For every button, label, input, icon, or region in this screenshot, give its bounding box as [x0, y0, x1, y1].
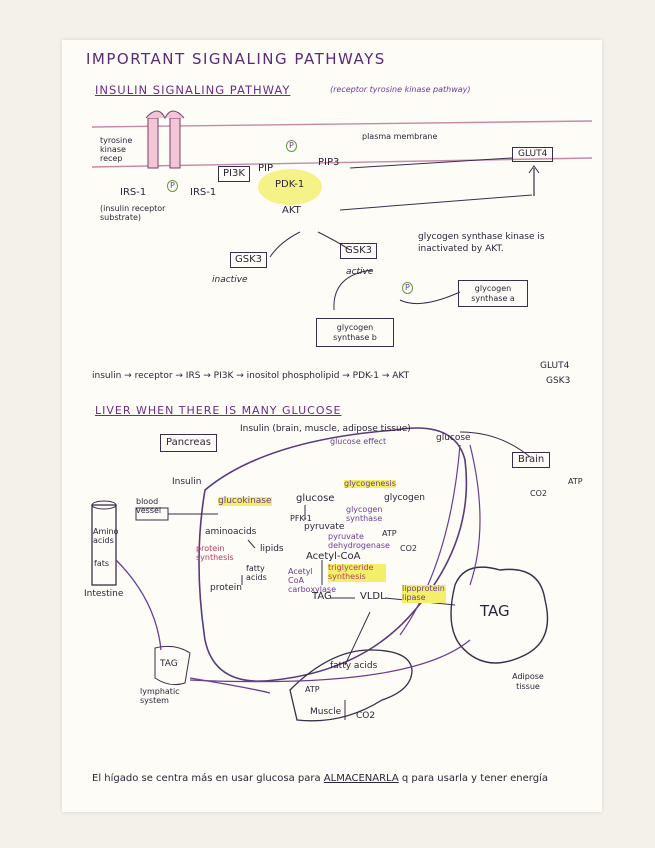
glucokinase-label: glucokinase [218, 496, 272, 506]
insulin-effect: Insulin (brain, muscle, adipose tissue) [240, 424, 411, 434]
tag-adipose-label: TAG [480, 602, 510, 620]
insulin-label: Insulin [172, 477, 202, 487]
atp-brain: ATP [568, 477, 583, 486]
fatty-acids-muscle: fatty acids [330, 661, 378, 671]
receptor-label: tyrosine kinase recep [100, 136, 133, 163]
phosphate-circle: P [167, 180, 178, 192]
akt-target-2: GSK3 [546, 376, 571, 386]
notebook-page [62, 40, 602, 812]
glycogen-synthase-b-box: glycogen synthase b [316, 318, 394, 348]
pip2-label: PIP [258, 163, 274, 174]
muscle-label: Muscle [310, 707, 342, 717]
inactive-label: inactive [212, 275, 248, 285]
atp-muscle: ATP [305, 685, 320, 694]
protein-label: protein [210, 583, 242, 593]
co2-brain: CO2 [530, 489, 547, 498]
atp-liver: ATP [382, 529, 397, 538]
gsk-note: glycogen synthase kinase is inactivated … [418, 232, 545, 254]
glycogen-label: glycogen [384, 493, 425, 503]
irs1-right: IRS-1 [190, 187, 217, 198]
liver-section-title: LIVER WHEN THERE IS MANY GLUCOSE [95, 404, 342, 417]
akt-target-1: GLUT4 [540, 361, 570, 371]
glycogen-synthase-a-box: glycogen synthase a [458, 280, 528, 308]
pathway-summary: insulin → receptor → IRS → PI3K → inosit… [92, 371, 410, 381]
intestine-label: Intestine [84, 589, 124, 599]
tag-liver-label: TAG [312, 591, 332, 602]
glucose-liver: glucose [296, 493, 335, 504]
glucose-top: glucose [436, 433, 471, 443]
pip3-label: PIP3 [318, 157, 340, 168]
footer-prefix: El hígado se centra más en usar glucosa … [92, 773, 321, 784]
lipoprotein-lipase-label: lipoprotein lipase [402, 584, 446, 603]
footer-emphasis: ALMACENARLA [323, 773, 399, 784]
lymphatic-label: lymphatic system [140, 687, 180, 705]
aminoacids-label: aminoacids [205, 527, 257, 537]
acetyl-coa-label: Acetyl-CoA [306, 551, 361, 562]
gsk3-inactive-box: GSK3 [230, 252, 268, 268]
fats-label: fats [94, 559, 110, 568]
pfk1-label: PFK-1 [290, 514, 312, 523]
irs1-left: IRS-1 [120, 187, 147, 198]
irs-note: (insulin receptor substrate) [100, 204, 166, 222]
glycogen-synthase-label: glycogen synthase [346, 505, 383, 523]
tag-lymph-label: TAG [160, 659, 178, 669]
gsk3-active-box: GSK3 [340, 243, 378, 259]
footer-note: El hígado se centra más en usar glucosa … [92, 774, 548, 784]
blood-vessel-label: blood vessel [136, 497, 162, 515]
co2-liver: CO2 [400, 544, 417, 553]
adipose-label: Adipose tissue [512, 672, 544, 691]
page-heading: IMPORTANT SIGNALING PATHWAYS [86, 50, 386, 68]
phosphate-circle: P [402, 282, 413, 294]
vldl-label: VLDL [360, 591, 386, 602]
pi3k-box: PI3K [218, 166, 250, 182]
insulin-section-title: INSULIN SIGNALING PATHWAY [95, 83, 291, 97]
akt-label: AKT [282, 205, 301, 216]
protein-synthesis-label: protein synthesis [196, 544, 234, 562]
co2-muscle: CO2 [356, 711, 376, 721]
glycogenesis-label: glycogenesis [344, 479, 396, 488]
amino-acids-intestine: Amino acids [93, 527, 119, 545]
pancreas-box: Pancreas [160, 434, 217, 452]
fatty-acids-liver: fatty acids [246, 564, 267, 582]
pyruvate-dh-label: pyruvate dehydrogenase [328, 532, 390, 550]
acetyl-coa-carboxylase-label: Acetyl CoA carboxylase [288, 567, 336, 594]
phosphate-circle: P [286, 140, 297, 152]
pyruvate-label: pyruvate [304, 522, 345, 532]
triglyceride-synthesis-label: triglyceride synthesis [328, 563, 386, 582]
glucose-effect: glucose effect [330, 437, 387, 446]
lipids-label: lipids [260, 544, 284, 554]
membrane-label: plasma membrane [362, 132, 438, 141]
insulin-section-subtitle: (receptor tyrosine kinase pathway) [330, 85, 471, 94]
active-label: active [346, 267, 374, 277]
footer-suffix: q para usarla y tener energía [401, 773, 548, 784]
glut4-box: GLUT4 [512, 147, 554, 162]
brain-box: Brain [512, 452, 551, 468]
pdk1-label: PDK-1 [275, 179, 305, 190]
